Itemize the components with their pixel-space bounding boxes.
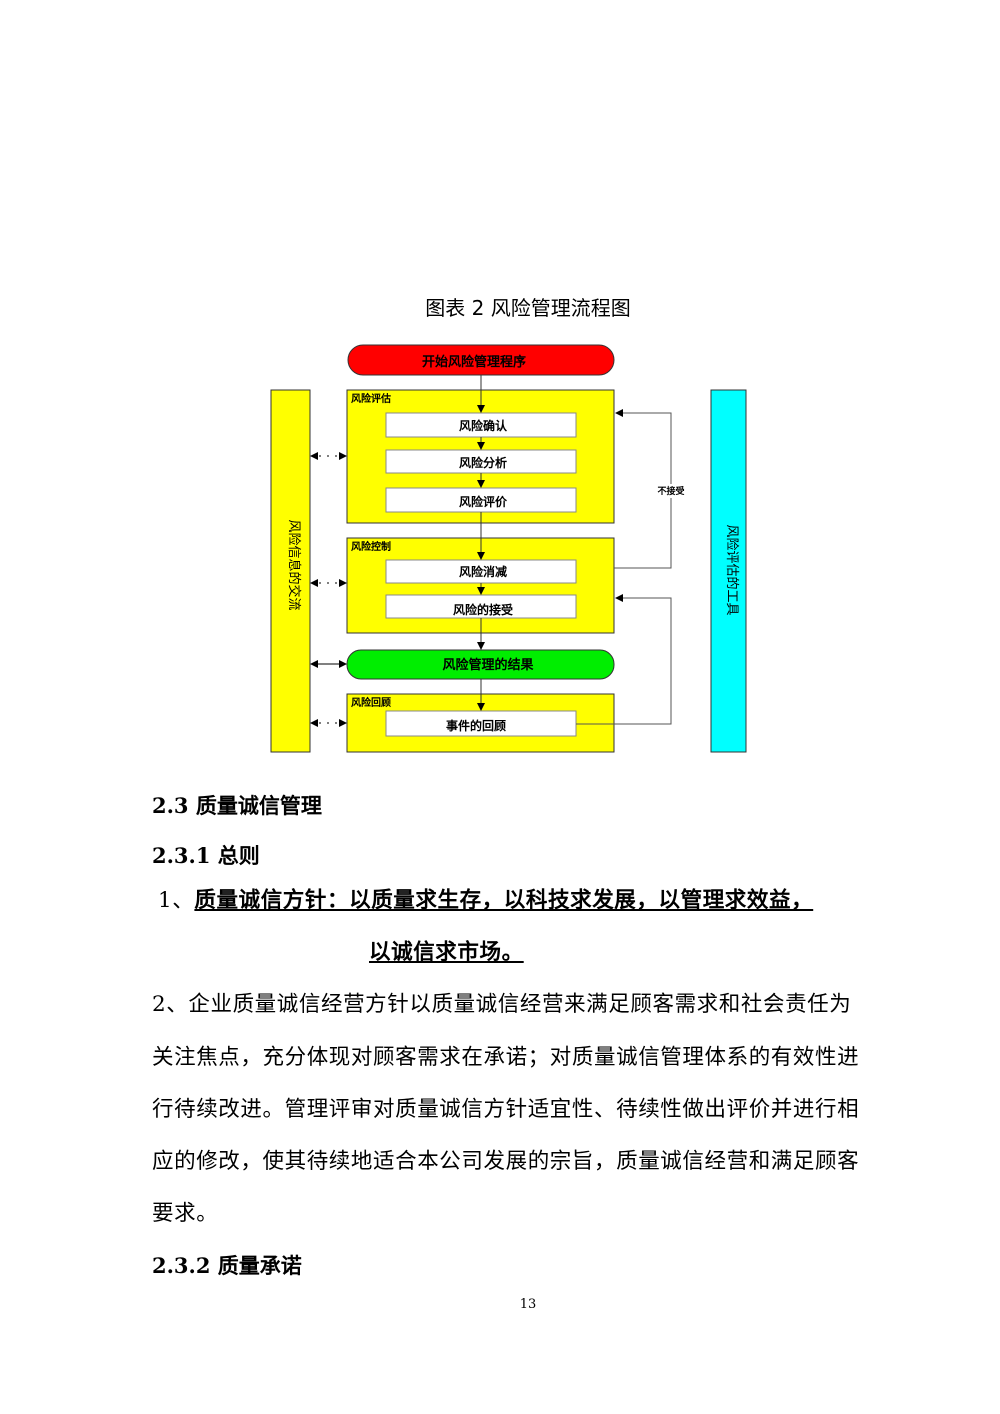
step-analyze: 风险分析 xyxy=(459,455,507,470)
assessment-tools-bar xyxy=(710,389,747,753)
item2-line: 2、企业质量诚信经营方针以质量诚信经营来满足顾客需求和社会责任为 xyxy=(152,992,852,1017)
step-event-review: 事件的回顾 xyxy=(446,718,506,733)
start-label: 开始风险管理程序 xyxy=(422,354,526,370)
item1-prefix: 1、 xyxy=(158,888,195,913)
assessment-title: 风险评估 xyxy=(351,392,391,405)
step-identify: 风险确认 xyxy=(459,418,508,433)
step-evaluate: 风险评价 xyxy=(459,494,508,509)
info-exchange-label: 风险信息的交流 xyxy=(286,519,302,610)
step-accept: 风险的接受 xyxy=(453,602,513,617)
quality-policy-line2: 以诚信求市场。 xyxy=(369,940,524,965)
risk-management-flowchart: 风险信息的交流 风险评估的工具 开始风险管理程序 风险评估 风险确认 风险分析 … xyxy=(270,344,747,753)
review-title: 风险回顾 xyxy=(351,696,391,709)
heading-2-3: 2.3 质量诚信管理 xyxy=(152,793,322,818)
not-accepted-label: 不接受 xyxy=(657,485,684,497)
figure-caption: 图表 2 风险管理流程图 xyxy=(425,296,631,320)
item2-line: 行待续改进。管理评审对质量诚信方针适宜性、待续性做出评价并进行相 xyxy=(152,1097,860,1122)
result-label: 风险管理的结果 xyxy=(442,657,533,673)
assessment-tools-label: 风险评估的工具 xyxy=(724,524,740,615)
quality-policy-line1: 质量诚信方针：以质量求生存，以科技求发展，以管理求效益， xyxy=(194,888,814,913)
control-title: 风险控制 xyxy=(351,540,391,553)
item2-line: 应的修改，使其待续地适合本公司发展的宗旨，质量诚信经营和满足顾客 xyxy=(152,1149,860,1174)
page-number: 13 xyxy=(519,1297,537,1312)
item2-line: 关注焦点，充分体现对顾客需求在承诺；对质量诚信管理体系的有效性进 xyxy=(152,1045,860,1070)
heading-2-3-2: 2.3.2 质量承诺 xyxy=(152,1253,302,1278)
step-reduce: 风险消减 xyxy=(459,564,507,579)
item2-line: 要求。 xyxy=(152,1201,219,1226)
heading-2-3-1: 2.3.1 总则 xyxy=(152,843,260,868)
info-exchange-bar xyxy=(270,389,311,753)
